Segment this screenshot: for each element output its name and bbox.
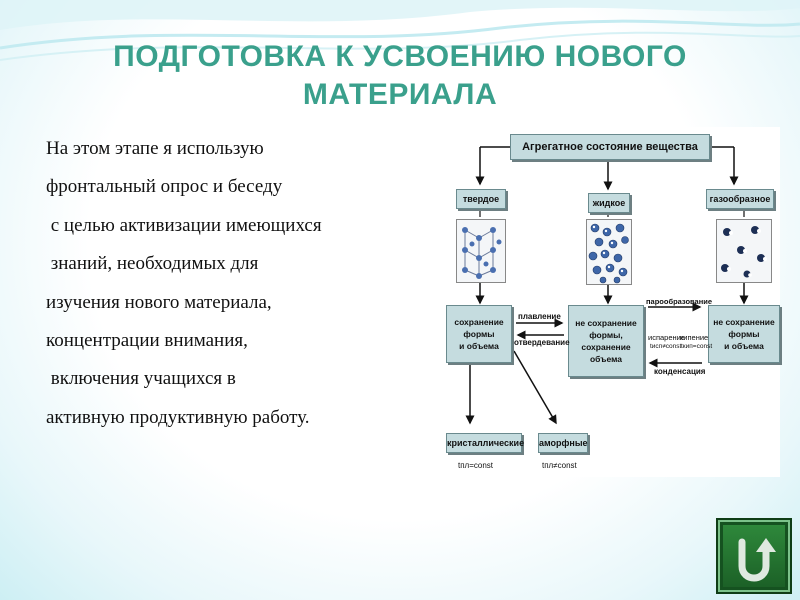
evaporation-label: испарение	[648, 333, 686, 342]
gas-state-box: газообразное	[706, 189, 774, 209]
gas-prop-line: и объема	[724, 341, 764, 351]
liquid-prop-line: формы,	[589, 330, 623, 340]
solid-prop-line: формы	[463, 329, 495, 339]
boiling-temp-label: tкип=const	[681, 343, 713, 350]
liquid-prop-line: не сохранение	[575, 318, 637, 328]
gas-molecules-image	[716, 219, 772, 283]
liquid-state-box: жидкое	[588, 193, 630, 213]
states-of-matter-diagram: Агрегатное состояние вещества твердое жи…	[444, 127, 780, 477]
body-line: с целью активизации имеющихся	[46, 214, 322, 236]
body-line: На этом этапе я использую	[46, 138, 264, 159]
melting-label: плавление	[518, 312, 561, 321]
slide-title: ПОДГОТОВКА К УСВОЕНИЮ НОВОГО МАТЕРИАЛА	[40, 38, 760, 114]
evaporation-temp-label: tисп≠const	[650, 343, 682, 350]
amorphous-box: аморфные	[538, 433, 588, 453]
body-line: фронтальный опрос и беседу	[46, 176, 283, 198]
gas-prop-line: не сохранение	[713, 317, 775, 327]
diagram-connectors	[465, 146, 749, 425]
title-line-1: ПОДГОТОВКА К УСВОЕНИЮ НОВОГО	[113, 40, 687, 73]
solid-property-box: сохранение формы и объема	[446, 305, 512, 363]
aggregate-state-box: Агрегатное состояние вещества	[510, 134, 710, 160]
liquid-prop-line: сохранение	[581, 342, 631, 352]
return-arrow-icon	[738, 538, 776, 582]
crystalline-temp-label: tпл=const	[458, 461, 494, 470]
body-line: включения учащихся в	[46, 368, 236, 390]
solid-molecules-image	[456, 219, 506, 283]
liquid-property-box: не сохранение формы, сохранение объема	[568, 305, 644, 377]
gas-prop-line: формы	[728, 329, 760, 339]
body-line: изучения нового материала,	[46, 291, 272, 313]
liquid-molecules-image	[586, 219, 632, 285]
vaporization-label: парообразование	[646, 297, 713, 306]
boiling-label: кипение	[680, 333, 709, 342]
body-line: активную продуктивную работу.	[46, 406, 310, 428]
amorphous-temp-label: tпл≠const	[542, 461, 577, 470]
slide-body-text: На этом этапе я использую фронтальный оп…	[46, 130, 446, 437]
body-line: концентрации внимания,	[46, 330, 248, 352]
crystalline-box: кристаллические	[446, 433, 524, 453]
return-button[interactable]	[718, 520, 790, 592]
title-line-2: МАТЕРИАЛА	[302, 78, 498, 111]
gas-property-box: не сохранение формы и объема	[708, 305, 780, 363]
liquid-prop-line: объема	[589, 354, 623, 364]
solidification-label: отвердевание	[514, 338, 570, 347]
solid-state-box: твердое	[456, 189, 506, 209]
condensation-label: конденсация	[654, 367, 706, 376]
solid-prop-line: сохранение	[454, 317, 504, 327]
body-line: знаний, необходимых для	[46, 253, 259, 275]
solid-prop-line: и объема	[459, 341, 499, 351]
